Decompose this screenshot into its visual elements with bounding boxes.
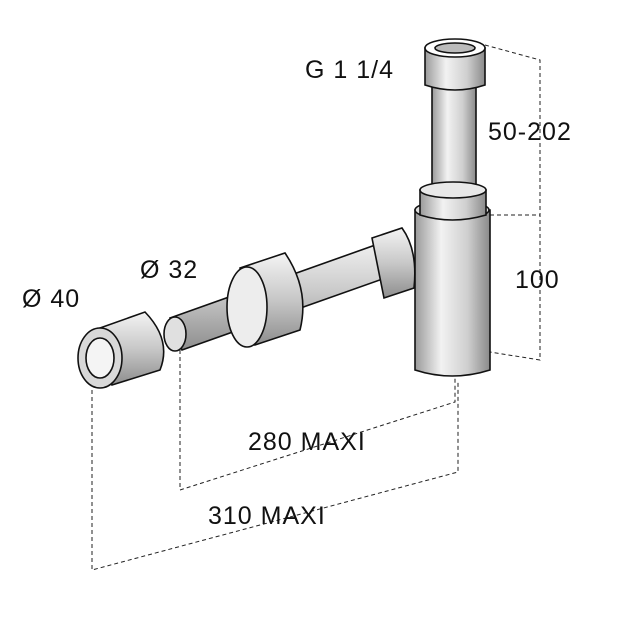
length-310-label: 310 MAXI [208, 502, 326, 530]
length-280-label: 280 MAXI [248, 428, 366, 456]
height-label: 100 [515, 266, 560, 294]
dimension-lines [91, 44, 541, 571]
vertical-pipe [419, 38, 487, 221]
thread-size-label: G 1 1/4 [305, 56, 394, 84]
diameter-32-label: Ø 32 [140, 256, 199, 284]
diameter-40-label: Ø 40 [22, 285, 81, 313]
height-range-label: 50-202 [488, 118, 572, 146]
large-collar [226, 252, 304, 348]
bottle-body [414, 200, 491, 377]
end-cap [77, 311, 165, 389]
